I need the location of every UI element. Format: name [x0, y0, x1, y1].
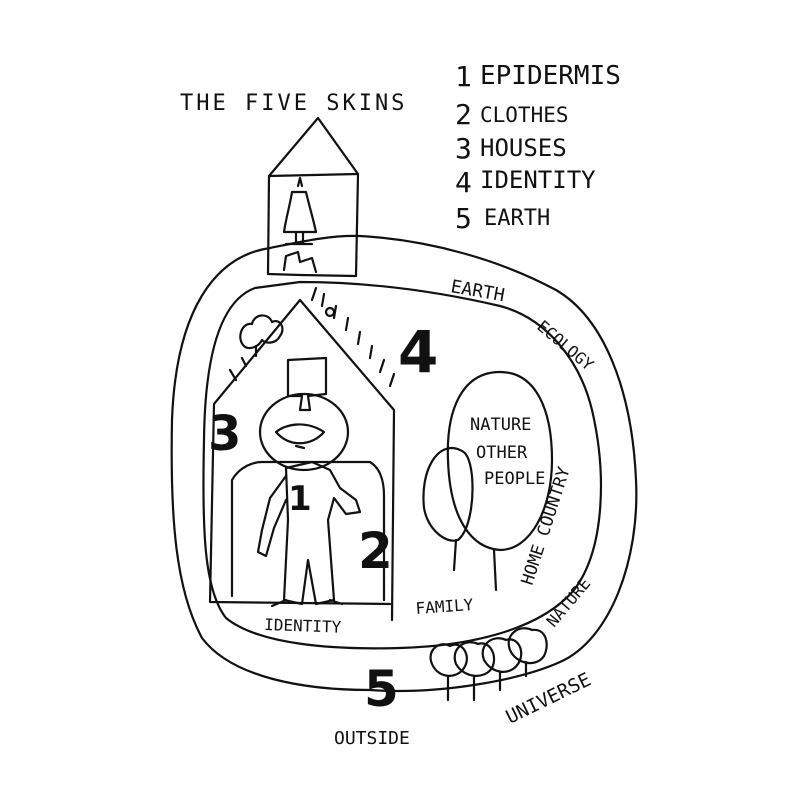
small-tree-icon-4 — [507, 627, 548, 678]
bell-tower-steps — [282, 250, 318, 274]
legend-number-4: 4 — [455, 166, 472, 199]
tree-icon-left — [422, 447, 474, 572]
label-earth: EARTH — [449, 276, 506, 306]
number-3: 3 — [208, 406, 241, 462]
label-nature-line3: PEOPLE — [484, 469, 545, 489]
person-head — [258, 392, 350, 472]
number-2: 2 — [358, 522, 393, 580]
label-ecology: ECOLOGY — [533, 317, 597, 375]
diagram-title: THE FIVE SKINS — [180, 91, 407, 116]
number-5: 5 — [364, 660, 399, 718]
person-figure — [256, 356, 362, 608]
roof-grass-marks — [228, 286, 396, 388]
label-identity: IDENTITY — [264, 615, 342, 637]
legend-text-2: CLOTHES — [480, 103, 569, 127]
label-nature-outer: NATURE — [543, 574, 595, 630]
small-tree-icon-1 — [429, 643, 468, 702]
label-family: FAMILY — [415, 595, 474, 618]
legend-number-5: 5 — [455, 202, 472, 235]
person-face — [274, 423, 326, 450]
tree-icon-right — [446, 370, 554, 592]
person-feet — [270, 598, 344, 608]
legend-number-3: 3 — [455, 132, 472, 165]
outer-earth-boundary — [170, 234, 638, 693]
roof-shrub-icon — [239, 314, 284, 358]
inner-identity-boundary — [202, 280, 602, 650]
small-tree-icon-3 — [481, 637, 523, 692]
legend-text-5: EARTH — [484, 206, 550, 231]
label-nature-line1: NATURE — [470, 415, 531, 435]
bell-tower-roofline — [267, 172, 360, 178]
skin-numbers: 1 2 3 4 5 — [208, 318, 438, 718]
legend-text-4: IDENTITY — [480, 166, 596, 194]
person-body — [256, 460, 362, 606]
top-hat-icon — [286, 356, 328, 412]
tree-row — [429, 627, 548, 702]
tree-pair — [422, 370, 554, 592]
legend-number-1: 1 — [455, 60, 472, 93]
small-tree-icon-2 — [453, 641, 496, 702]
number-4: 4 — [398, 318, 438, 386]
legend-text-3: HOUSES — [480, 134, 567, 162]
label-nature-line2: OTHER — [476, 443, 528, 463]
bell-icon — [282, 176, 318, 246]
doorway-outline — [230, 460, 386, 602]
number-1: 1 — [288, 479, 312, 519]
legend-text-1: EPIDERMIS — [480, 61, 621, 91]
legend-number-2: 2 — [455, 98, 472, 131]
roof-flower-icon — [324, 306, 336, 318]
bell-tower-outline — [266, 116, 360, 278]
title-and-legend: THE FIVE SKINS 1 EPIDERMIS 2 CLOTHES 3 H… — [180, 60, 621, 235]
bell-tower — [266, 116, 360, 278]
label-outside: OUTSIDE — [334, 728, 410, 749]
